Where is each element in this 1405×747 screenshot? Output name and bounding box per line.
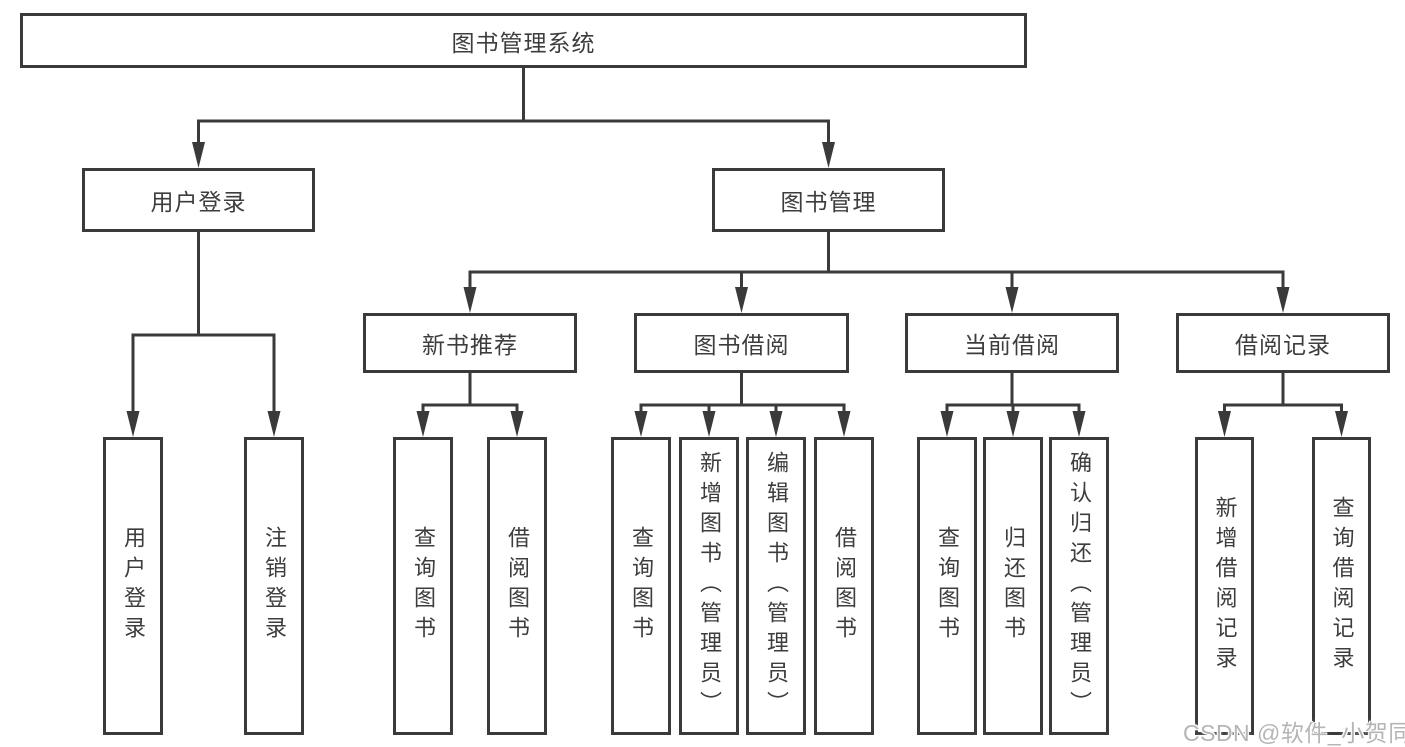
node-leaf-bb-add: 新增图书（管理员） (679, 437, 739, 735)
node-label-leaf-rec-query: 查询图书 (411, 526, 436, 646)
node-user-login: 用户登录 (82, 168, 315, 232)
node-leaf-bb-query: 查询图书 (611, 437, 671, 735)
node-label-current-borrow: 当前借阅 (964, 332, 1060, 358)
node-label-leaf-bb-query: 查询图书 (629, 526, 654, 646)
node-label-leaf-br-add: 新增借阅记录 (1212, 496, 1238, 676)
node-label-book-mgmt: 图书管理 (780, 189, 877, 215)
node-borrow-records: 借阅记录 (1176, 313, 1390, 373)
node-label-leaf-cb-return: 归还图书 (1001, 526, 1026, 646)
node-label-leaf-bb-add: 新增图书（管理员） (697, 451, 722, 721)
node-label-borrow-records: 借阅记录 (1235, 332, 1331, 358)
node-label-book-borrow: 图书借阅 (693, 332, 790, 358)
node-new-book-rec: 新书推荐 (363, 313, 577, 373)
node-label-user-login: 用户登录 (150, 189, 247, 215)
node-label-leaf-cb-confirm: 确认归还（管理员） (1067, 451, 1092, 721)
node-label-new-book-rec: 新书推荐 (422, 332, 518, 358)
node-root: 图书管理系统 (20, 13, 1027, 68)
node-leaf-br-query: 查询借阅记录 (1312, 437, 1371, 735)
node-book-borrow: 图书借阅 (634, 313, 849, 373)
node-leaf-bb-borrow: 借阅图书 (814, 437, 874, 735)
node-label-leaf-user-login: 用户登录 (121, 526, 146, 646)
node-leaf-cb-query: 查询图书 (917, 437, 977, 735)
node-current-borrow: 当前借阅 (905, 313, 1119, 373)
node-leaf-rec-borrow: 借阅图书 (487, 437, 547, 735)
node-label-leaf-br-query: 查询借阅记录 (1329, 496, 1355, 676)
node-label-root: 图书管理系统 (451, 29, 596, 56)
node-label-leaf-bb-edit: 编辑图书（管理员） (764, 451, 789, 721)
node-label-leaf-rec-borrow: 借阅图书 (505, 526, 530, 646)
node-leaf-rec-query: 查询图书 (393, 437, 453, 735)
node-leaf-br-add: 新增借阅记录 (1195, 437, 1254, 735)
node-label-leaf-cb-query: 查询图书 (935, 526, 960, 646)
node-leaf-logout: 注销登录 (244, 437, 304, 735)
node-leaf-bb-edit: 编辑图书（管理员） (746, 437, 806, 735)
node-leaf-user-login: 用户登录 (103, 437, 163, 735)
node-label-leaf-bb-borrow: 借阅图书 (832, 526, 857, 646)
node-label-leaf-logout: 注销登录 (262, 526, 287, 646)
csdn-watermark: CSDN @软件_小贺同学 (1183, 720, 1405, 746)
node-book-mgmt: 图书管理 (712, 168, 945, 232)
node-leaf-cb-confirm: 确认归还（管理员） (1049, 437, 1109, 735)
node-leaf-cb-return: 归还图书 (983, 437, 1043, 735)
